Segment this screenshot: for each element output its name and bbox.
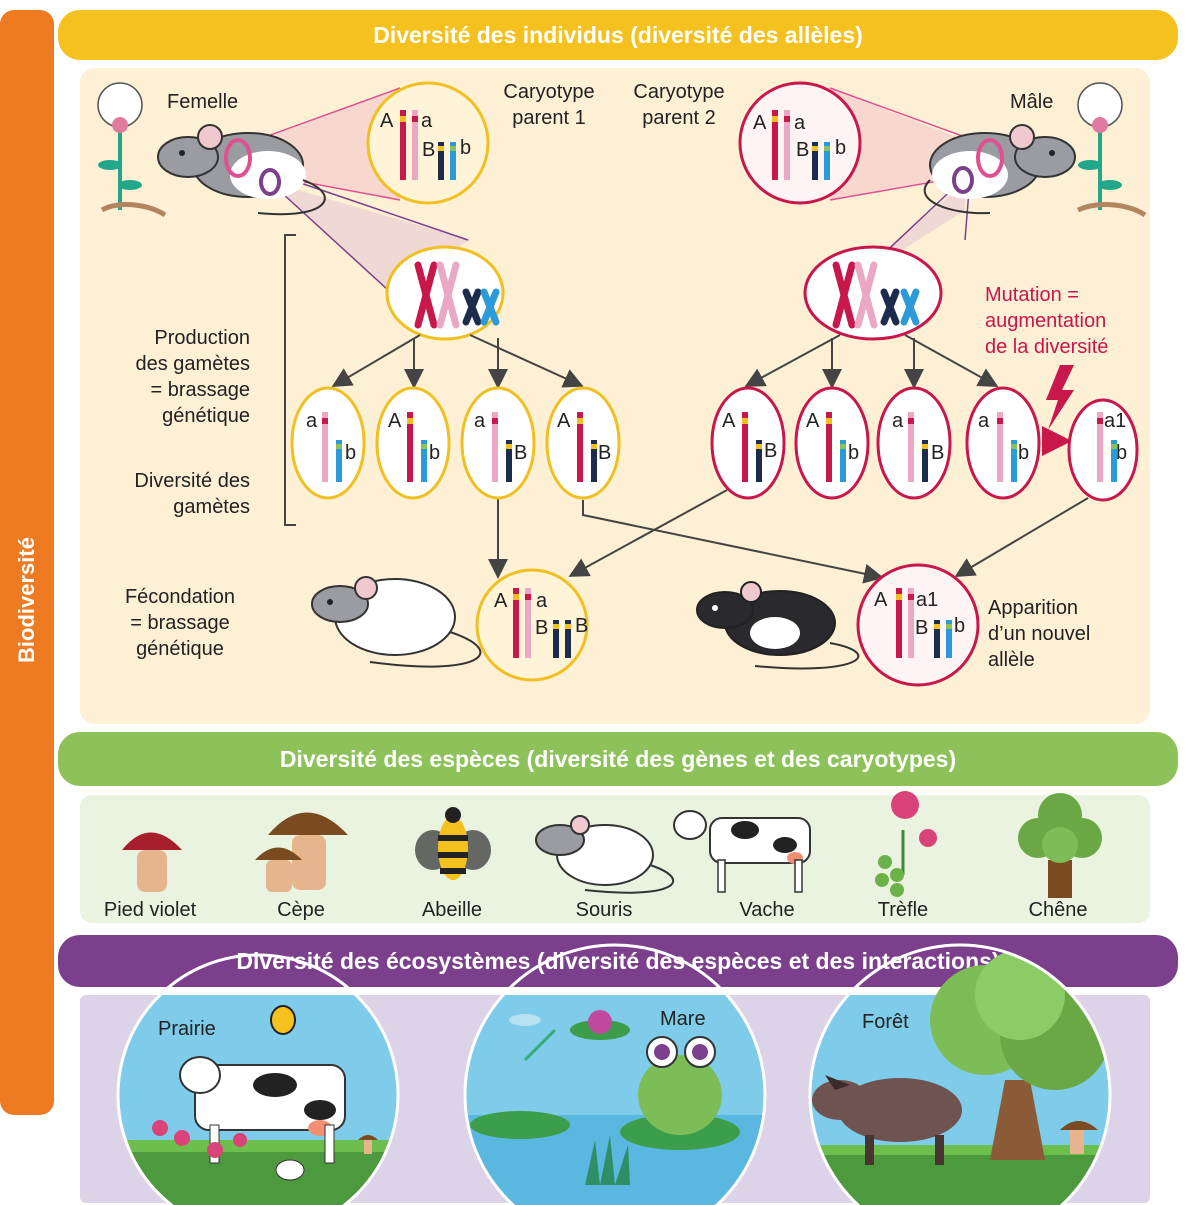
label-diversite-gametes: Diversité des gamètes — [134, 470, 250, 518]
allele-a: a — [421, 110, 433, 132]
ecosystem-label-foret: Forêt — [862, 1011, 909, 1033]
allele-B: B — [575, 615, 589, 637]
species-label: Souris — [575, 899, 633, 921]
allele-b: b — [345, 442, 357, 464]
species-label: Vache — [739, 899, 795, 921]
allele-a: a — [536, 590, 548, 612]
allele-B: B — [422, 139, 436, 161]
allele-A: A — [722, 410, 736, 432]
label-fecondation: Fécondation = brassage génétique — [124, 586, 236, 660]
flower-male-icon — [1076, 82, 1147, 218]
allele-a: a — [978, 410, 990, 432]
allele-a: a — [306, 410, 318, 432]
chene-icon — [1018, 793, 1102, 898]
allele-b: b — [835, 137, 847, 159]
pied-violet-icon — [122, 832, 182, 892]
allele-B: B — [931, 442, 945, 464]
label-femelle: Femelle — [167, 91, 239, 113]
allele-A: A — [874, 589, 888, 611]
allele-a1: a1 — [1104, 410, 1127, 432]
label-apparition-allele: Apparition d’un nouvel allèle — [988, 597, 1091, 671]
allele-a: a — [892, 410, 904, 432]
label-mutation: Mutation = augmentation de la diversité — [985, 284, 1109, 358]
allele-b: b — [429, 442, 441, 464]
ecosystem-label-mare: Mare — [660, 1008, 706, 1030]
cepe-icon — [255, 812, 348, 892]
species-label: Pied violet — [103, 899, 197, 921]
allele-B: B — [915, 617, 929, 639]
species-label: Trèfle — [877, 899, 929, 921]
offspring-black-mouse-icon — [696, 581, 860, 670]
allele-A: A — [380, 110, 394, 132]
allele-B: B — [598, 442, 612, 464]
trefle-icon — [875, 791, 937, 897]
flower-female-icon — [97, 82, 167, 218]
souris-icon — [535, 815, 674, 894]
allele-A: A — [753, 112, 767, 134]
allele-b: b — [1018, 442, 1030, 464]
bee-icon — [415, 807, 491, 880]
allele-A: A — [557, 410, 571, 432]
allele-a: a — [794, 112, 806, 134]
allele-a1: a1 — [916, 589, 939, 611]
species-label: Abeille — [421, 899, 483, 921]
allele-A: A — [388, 410, 402, 432]
allele-b: b — [460, 137, 472, 159]
allele-b: b — [954, 615, 966, 637]
label-male: Mâle — [1010, 91, 1054, 113]
vache-icon — [673, 810, 811, 893]
species-label: Chêne — [1028, 899, 1088, 921]
ecosystem-mare — [465, 995, 765, 1205]
allele-b: b — [1116, 442, 1128, 464]
banner-especes: Diversité des espèces (diversité des gèn… — [58, 732, 1178, 786]
species-label: Cèpe — [277, 899, 325, 921]
allele-B: B — [764, 440, 778, 462]
allele-A: A — [806, 410, 820, 432]
allele-A: A — [494, 590, 508, 612]
allele-a: a — [474, 410, 486, 432]
label-production-gametes: Production des gamètes = brassage généti… — [135, 327, 250, 427]
allele-B: B — [535, 617, 549, 639]
allele-B: B — [514, 442, 528, 464]
offspring-white-mouse-icon — [311, 576, 482, 668]
ecosystem-prairie — [118, 995, 398, 1205]
banner-individus: Diversité des individus (diversité des a… — [58, 10, 1178, 60]
ecosystem-foret — [810, 950, 1110, 1205]
ecosystem-label-prairie: Prairie — [158, 1018, 216, 1040]
lightning-icon — [1046, 365, 1074, 430]
biodiversity-sidebar: Biodiversité — [0, 10, 54, 1115]
allele-b: b — [848, 442, 860, 464]
allele-B: B — [796, 139, 810, 161]
